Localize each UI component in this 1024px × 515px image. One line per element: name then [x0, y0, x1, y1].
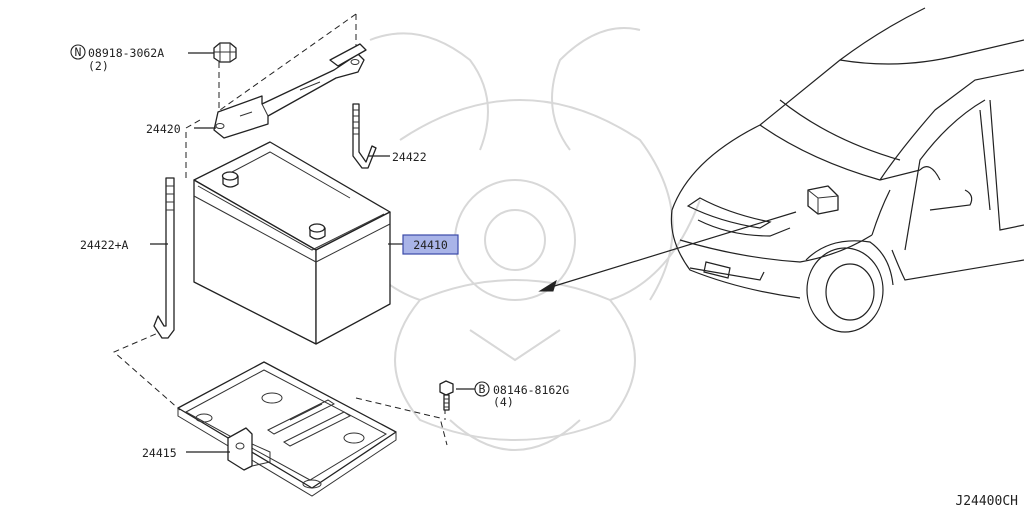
- battery-part: [193, 141, 391, 345]
- nut-quantity: (2): [88, 59, 109, 73]
- nut-symbol-letter: N: [75, 45, 82, 59]
- tray-part-number: 24415: [142, 446, 177, 460]
- hook-rod-right-part: [352, 103, 377, 169]
- nut-part-code: 08918-3062A: [88, 46, 164, 60]
- bracket-part-number: 24420: [146, 122, 181, 136]
- battery-highlight-box[interactable]: [402, 234, 459, 255]
- rod-right-part-number: 24422: [392, 150, 427, 164]
- vehicle-outline: [538, 7, 1024, 333]
- bolt-part: [439, 380, 454, 411]
- battery-tray-part: [177, 361, 397, 497]
- rod-left-part-number: 24422+A: [80, 238, 129, 252]
- callout-bolt: B 08146-8162G (4): [474, 381, 569, 409]
- watermark-emblem: [329, 27, 701, 451]
- hook-rod-left-part: [153, 177, 175, 339]
- bolt-part-code: 08146-8162G: [493, 383, 569, 397]
- nut-symbol-circle: [70, 44, 86, 60]
- hex-nut-part: [213, 42, 237, 63]
- figure-id: J24400CH: [955, 494, 1018, 509]
- bolt-symbol-letter: B: [479, 382, 486, 396]
- bolt-symbol-circle: [474, 381, 490, 397]
- battery-part-number[interactable]: 24410: [413, 238, 448, 252]
- battery-callout[interactable]: 24410: [402, 234, 459, 255]
- hold-down-bracket-part: [213, 43, 367, 139]
- callout-nut: N 08918-3062A (2): [70, 44, 164, 73]
- bolt-quantity: (4): [493, 395, 514, 409]
- leader-lines: [150, 52, 475, 453]
